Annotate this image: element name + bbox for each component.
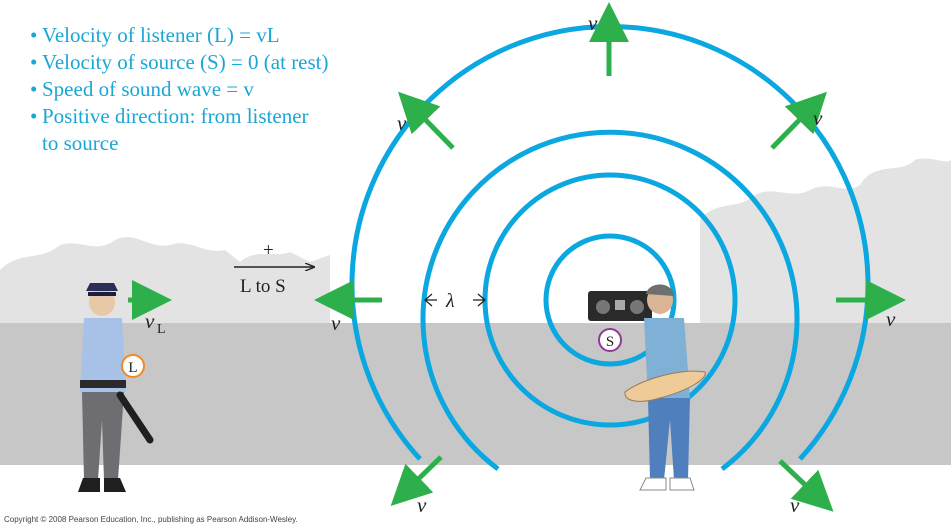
plus-sign: + [263,240,274,261]
explanation-list: Velocity of listener (L) = vL Velocity o… [30,22,329,157]
label-v-left: v [331,311,341,335]
bullet-source-velocity: Velocity of source (S) = 0 (at rest) [30,49,329,76]
wave-front-1 [543,233,677,367]
wave-speed-labels: v v v v v v v [331,11,896,517]
arrow-lower-left [390,455,443,506]
arrow-lower-right [778,459,834,512]
positive-direction: + L to S [234,240,314,297]
background-scenery [0,158,951,465]
wavelength-marker: λ [424,290,486,312]
label-v-lower-left: v [417,493,427,517]
wave-front-3 [420,129,800,471]
label-v-right: v [886,307,896,331]
bullet-sound-speed: Speed of sound wave = v [30,76,329,103]
l-to-s-label: L to S [240,276,286,297]
wave-velocity-arrows [128,2,906,512]
arrow-upper-right [770,91,827,150]
ground [0,323,951,465]
source-figure: S [588,284,706,491]
source-marker-label: S [606,334,614,350]
listener-figure: L [78,283,154,492]
source-marker [598,328,622,352]
listener-marker-label: L [128,360,137,376]
lambda-label: λ [445,290,455,312]
svg-text:L: L [157,322,166,337]
listener-marker [121,354,145,378]
arrow-upper-left [398,91,455,150]
label-v-upper-left: v [397,111,407,135]
bullet-listener-velocity: Velocity of listener (L) = vL [30,22,329,49]
label-v-top: v [588,11,598,35]
copyright-notice: Copyright © 2008 Pearson Education, Inc.… [4,515,298,524]
listener-velocity-label: v L [145,309,166,337]
label-v-lower-right: v [790,493,800,517]
label-v-upper-right: v [813,106,823,130]
svg-text:v: v [145,309,155,333]
